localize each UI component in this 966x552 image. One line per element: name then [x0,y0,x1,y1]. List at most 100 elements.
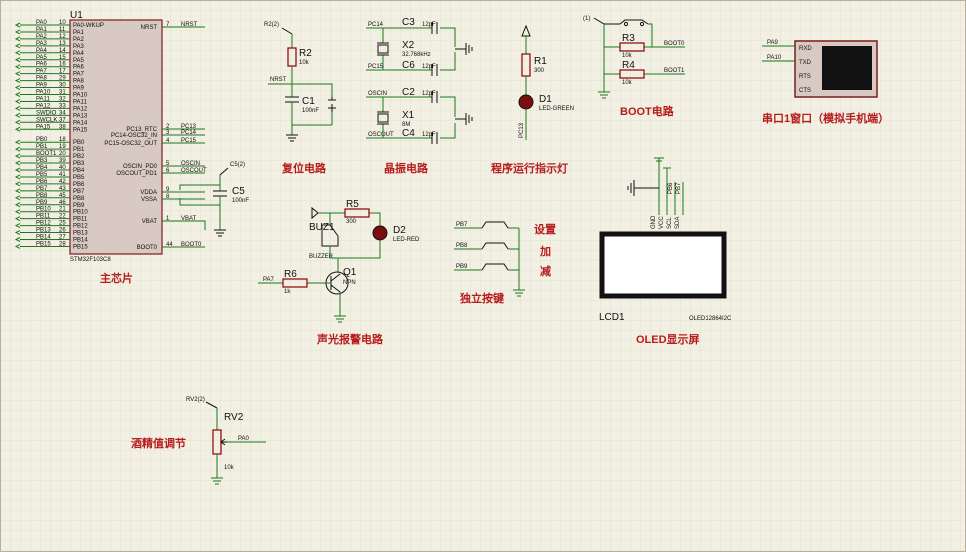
chip-pin-net-label: PB3 [36,158,48,164]
chip-pin-number: 46 [59,200,66,206]
chip-pin-number: 22 [59,214,66,220]
chip-pin-number: 31 [59,90,66,96]
chip-pin-name: PB0 [73,140,85,146]
key-set-button[interactable] [481,221,509,229]
r4-ref: R4 [622,60,635,71]
d2-ref: D2 [393,225,406,236]
crystal-circuit[interactable]: PC14 PC15 OSCIN OSCOUT C3 C6 C2 C4 12pF … [366,17,473,144]
chip-pin-net-label: PA15 [36,124,51,130]
r1-value: 300 [534,68,545,74]
chip-pin-net-label: PB4 [36,165,48,171]
c6-value: 12pF [422,64,436,70]
chip-pin-number: 14 [59,48,66,54]
d2-value: LED-RED [393,237,420,243]
pot-circuit[interactable]: RV2(2) RV2 10k PA0 [186,397,266,485]
chip-pin-number: 25 [59,221,66,227]
power-arrow-icon [311,206,319,220]
reset-circuit[interactable]: R2(2) R2 10k NRST C1 100nF [264,22,336,142]
chip-pin-number: 5 [166,161,170,167]
chip-pin-net-label: PA3 [36,41,48,47]
chip-pin-number: 7 [166,22,170,28]
chip-pin-net-label: PA11 [36,96,50,102]
chip-pin-number: 44 [166,242,173,248]
chip-pin-net-label: PA12 [36,103,51,109]
oled-display[interactable]: PB6 PB7 GND VCC SCL SDA LCD1 OLED12864I2… [599,157,732,323]
chip-pin-name: NRST [141,25,158,31]
oled-pin-sda: SDA [675,217,681,229]
boot-circuit[interactable]: (1) R3 10k R4 10k BOOT0 BOOT1 [583,16,685,99]
uart-terminal[interactable]: PA9 PA10 RXD TXD RTS CTS [762,40,878,98]
chip-pin-number: 40 [59,165,66,171]
key-plus-button[interactable] [481,242,509,250]
chip-pin-name: PB8 [73,196,85,202]
run-indicator-led[interactable]: R1 300 D1 LED-GREEN PC13 [518,24,574,140]
chip-pin-net-label: BOOT0 [181,242,202,248]
chip-pin-net-label: BOOT1 [36,151,57,157]
key-label-0: 设置 [534,222,556,236]
chip-pin-name: PB3 [73,161,85,167]
chip-pin-name: PA3 [73,44,85,50]
d1-value: LED-GREEN [539,106,574,112]
title-main-chip: 主芯片 [100,271,133,285]
alarm-circuit[interactable]: R5 300 D2 LED-RED BUZ1 BUZZER Q1 NPN R6 … [258,199,420,323]
chip-pin-name: VBAT [142,219,158,225]
title-boot: BOOT电路 [620,104,675,118]
key-minus-button[interactable] [481,263,509,271]
chip-pin-net-label: SWDIO [36,110,57,116]
chip-ref: U1 [70,10,83,21]
keys-circuit[interactable]: PB7 PB8 PB9 设置 加 减 [454,221,556,297]
chip-pin-number: 33 [59,103,66,109]
uart-pin-cts: CTS [799,88,811,94]
title-oled: OLED显示屏 [636,333,700,346]
oled-pin-gnd: GND [651,215,657,229]
chip-pin-number: 26 [59,228,66,234]
chip-body [69,19,163,255]
r3-ref: R3 [622,33,635,44]
chip-pin-name: PC15-OSC32_OUT [104,141,157,147]
